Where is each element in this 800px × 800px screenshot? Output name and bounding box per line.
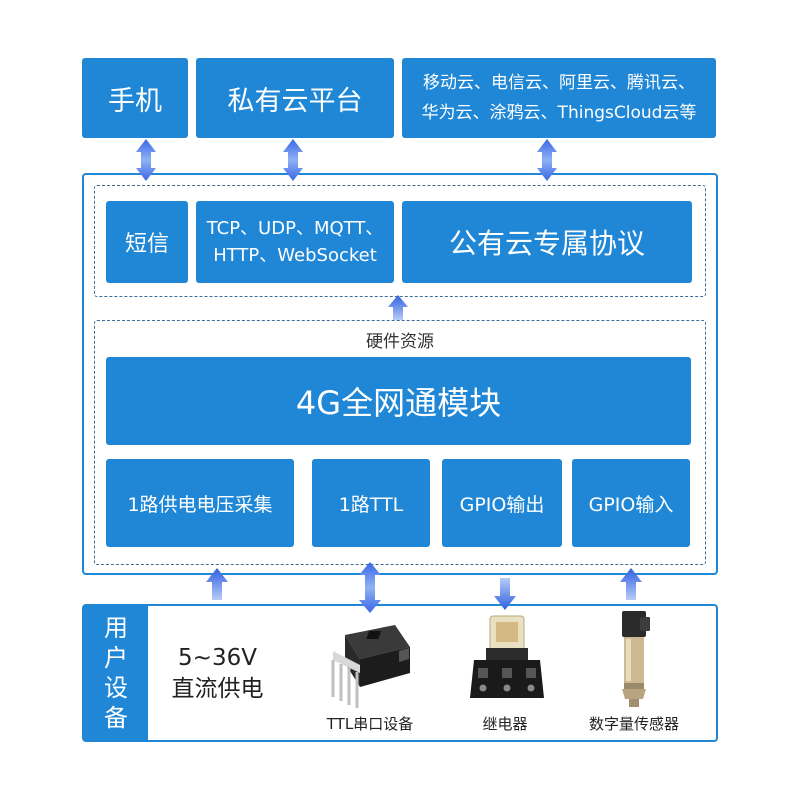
user-devices-label: 用 户 设 备 [84, 606, 148, 740]
network-protocols-line1: TCP、UDP、MQTT、 [206, 218, 384, 239]
power-type: 直流供电 [171, 676, 264, 702]
digital-sensor-label: 数字量传感器 [588, 715, 679, 733]
ttl-serial-device-image [331, 625, 410, 708]
relay-image [470, 615, 544, 698]
network-protocols-box: TCP、UDP、MQTT、 HTTP、WebSocket [196, 201, 394, 283]
gpio-input-box: GPIO输入 [572, 459, 690, 547]
voltage-sampling-label: 1路供电电压采集 [127, 493, 273, 516]
public-clouds-line1: 移动云、电信云、阿里云、腾讯云、 [423, 73, 695, 93]
gpio-output-label: GPIO输出 [459, 493, 545, 516]
sms-label: 短信 [124, 232, 169, 257]
4g-module-label: 4G全网通模块 [295, 384, 502, 422]
phone-box: 手机 [82, 58, 188, 138]
digital-sensor-image [622, 611, 650, 707]
public-cloud-link-arrow [537, 139, 557, 181]
gpio-output-box: GPIO输出 [442, 459, 562, 547]
ttl-label: 1路TTL [338, 493, 404, 516]
private-cloud-box: 私有云平台 [196, 58, 394, 138]
voltage-sampling-box: 1路供电电压采集 [106, 459, 294, 547]
ttl-box: 1路TTL [312, 459, 430, 547]
public-clouds-box: 移动云、电信云、阿里云、腾讯云、 华为云、涂鸦云、ThingsCloud云等 [402, 58, 716, 138]
user-devices-char-2: 户 [104, 644, 128, 672]
power-up-arrow [206, 568, 228, 600]
phone-label: 手机 [108, 85, 162, 117]
sms-box: 短信 [106, 201, 188, 283]
phone-link-arrow [136, 139, 156, 181]
ttl-serial-device-label: TTL串口设备 [326, 715, 414, 733]
public-cloud-protocol-box: 公有云专属协议 [402, 201, 692, 283]
private-cloud-link-arrow [283, 139, 303, 181]
4g-module-box: 4G全网通模块 [106, 357, 691, 445]
public-cloud-protocol-label: 公有云专属协议 [448, 227, 645, 260]
gateway-container [82, 173, 718, 575]
user-devices-char-1: 用 [104, 614, 128, 642]
protocol-group [94, 185, 706, 297]
hardware-to-protocol-arrow [388, 295, 408, 320]
relay-label: 继电器 [482, 715, 528, 733]
public-clouds-line2: 华为云、涂鸦云、ThingsCloud云等 [421, 103, 697, 123]
ttl-bidirectional-arrow [359, 562, 381, 613]
user-devices-char-3: 设 [104, 674, 128, 702]
gpio-input-label: GPIO输入 [588, 493, 674, 516]
user-devices-char-4: 备 [104, 704, 128, 732]
user-devices-container [82, 604, 718, 742]
relay-down-arrow [494, 578, 516, 610]
private-cloud-label: 私有云平台 [227, 85, 363, 117]
sensor-up-arrow [620, 568, 642, 600]
hardware-label: 硬件资源 [366, 332, 434, 352]
power-supply-text: 5~36V 直流供电 [150, 643, 285, 709]
power-voltage: 5~36V [178, 645, 257, 671]
network-protocols-line2: HTTP、WebSocket [213, 245, 377, 266]
hardware-group [94, 320, 706, 565]
